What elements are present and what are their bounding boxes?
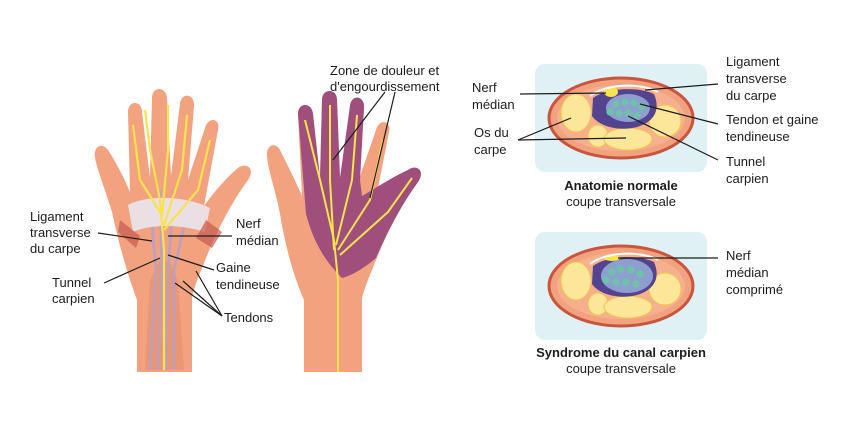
caption-syndrome-title: Syndrome du canal carpien xyxy=(536,345,706,360)
label-tunnel-left: Tunnel carpien xyxy=(52,275,95,306)
syndrome-carpal-bones xyxy=(560,261,682,319)
leader-lines xyxy=(97,83,719,317)
label-ligament-left: Ligament transverse du carpe xyxy=(30,209,94,256)
label-gaine: Gaine tendineuse xyxy=(216,260,280,292)
caption-normal-sub: coupe transversale xyxy=(566,194,676,209)
middle-hand xyxy=(266,91,421,372)
caption-normal-title: Anatomie normale xyxy=(564,178,677,193)
left-transverse-ligament xyxy=(128,197,210,232)
label-nerf-median: Nerf médian xyxy=(472,80,515,112)
label-tendon-gaine: Tendon et gaine tendineuse xyxy=(726,112,822,144)
left-hand xyxy=(94,89,251,372)
left-ligament-muscle-left xyxy=(118,220,140,248)
normal-section xyxy=(535,64,707,172)
syndrome-tendons xyxy=(602,265,644,288)
left-hand-skin xyxy=(94,89,251,372)
normal-median-nerve xyxy=(604,87,618,97)
label-tunnel-right: Tunnel carpien xyxy=(726,154,769,186)
label-tendons: Tendons xyxy=(224,310,274,325)
label-os-carpe: Os du carpe xyxy=(474,125,512,157)
label-zone: Zone de douleur et d'engourdissement xyxy=(330,63,443,94)
caption-syndrome-sub: coupe transversale xyxy=(566,361,676,376)
label-nerf-comprime: Nerf médian comprimé xyxy=(726,248,783,297)
left-median-nerve xyxy=(131,105,212,370)
numbness-zone xyxy=(298,91,421,278)
left-ligament-muscle-right xyxy=(196,220,222,248)
syndrome-section xyxy=(535,232,707,340)
label-ligament-right: Ligament transverse du carpe xyxy=(726,54,790,103)
syndrome-tendon-sheath xyxy=(601,259,653,293)
label-nerf-left: Nerf médian xyxy=(236,216,279,248)
